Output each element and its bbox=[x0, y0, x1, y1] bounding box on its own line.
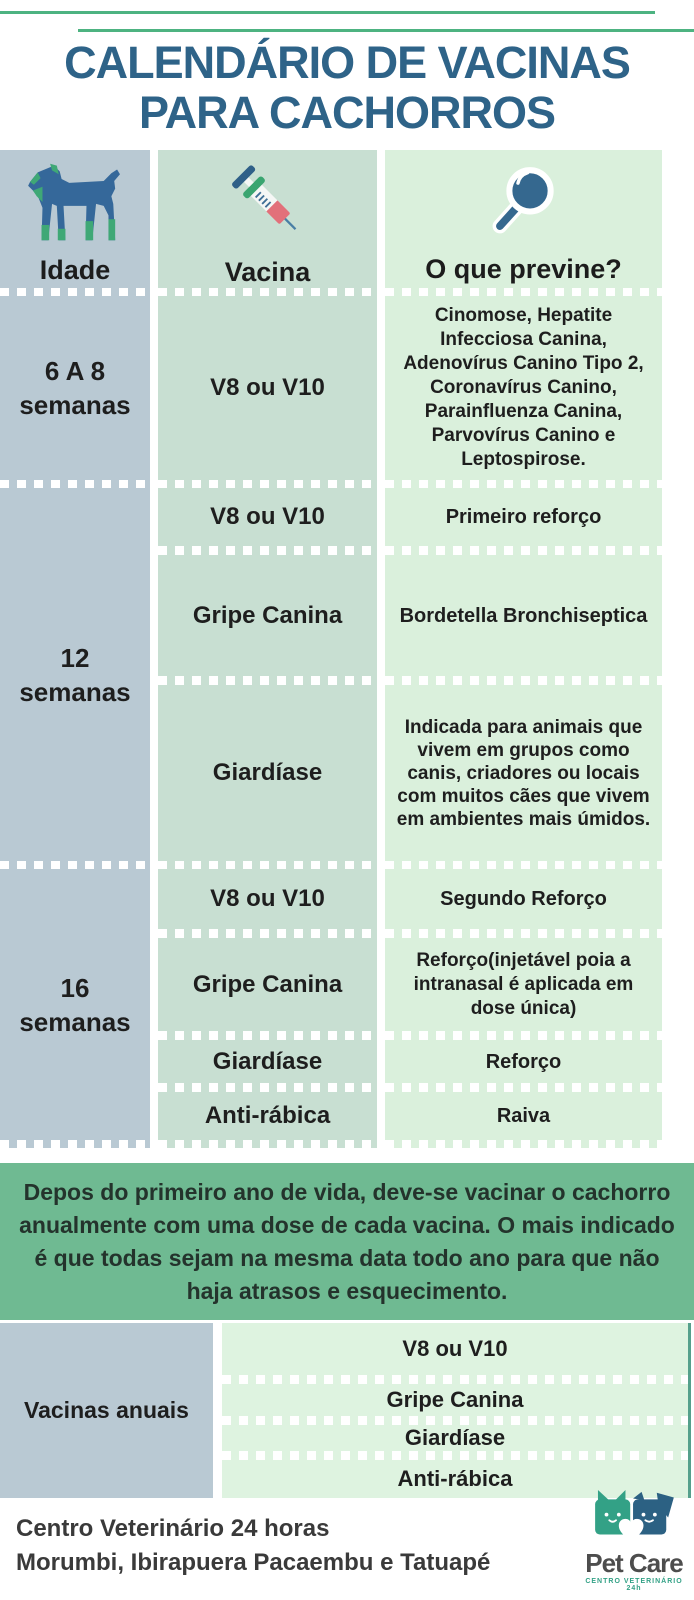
dashed-separator bbox=[0, 861, 694, 869]
prevents-cell: Reforço bbox=[485, 1050, 562, 1073]
page-title: CALENDÁRIO DE VACINAS PARA CACHORROS bbox=[0, 0, 694, 138]
vaccine-column-stack: V8 ou V10 Gripe Canina Giardíase Anti-rá… bbox=[158, 869, 377, 1140]
vaccine-cell: V8 ou V10 bbox=[210, 503, 325, 530]
annual-vaccine-item: Giardíase bbox=[404, 1425, 506, 1450]
table-group-6-8-semanas: 6 A 8 semanas V8 ou V10 Cinomose, Hepati… bbox=[0, 296, 694, 480]
annual-vaccine-item: Anti-rábica bbox=[397, 1466, 513, 1491]
syringe-icon bbox=[222, 156, 314, 253]
footer-line1: Centro Veterinário 24 horas bbox=[16, 1515, 330, 1542]
table-group-16-semanas: 16 semanas V8 ou V10 Gripe Canina Giardí… bbox=[0, 869, 694, 1140]
petcare-logo: Pet Care CENTRO VETERINÁRIO 24h bbox=[578, 1489, 690, 1592]
prevents-cell: Bordetella Bronchiseptica bbox=[399, 604, 648, 627]
column-header-idade: Idade bbox=[0, 150, 150, 288]
dashed-separator bbox=[158, 676, 377, 685]
age-cell: 6 A 8 semanas bbox=[0, 296, 150, 480]
top-rule-2 bbox=[78, 29, 694, 32]
logo-name: Pet Care bbox=[585, 1548, 684, 1578]
dashed-separator bbox=[222, 1375, 688, 1384]
top-rule-1 bbox=[0, 11, 655, 14]
prevents-cell: Cinomose, Hepatite Infecciosa Canina, Ad… bbox=[385, 296, 662, 480]
age-cell: 16 semanas bbox=[0, 869, 150, 1140]
heart-icon bbox=[618, 1518, 644, 1543]
dashed-separator bbox=[385, 929, 662, 938]
page-title-line2: PARA CACHORROS bbox=[138, 87, 556, 138]
dashed-separator bbox=[158, 1031, 377, 1040]
vaccine-cell: V8 ou V10 bbox=[158, 296, 377, 480]
dashed-separator bbox=[0, 288, 694, 296]
prevents-cell: Reforço(injetável poia a intranasal é ap… bbox=[413, 949, 634, 1019]
vaccine-cell: Anti-rábica bbox=[204, 1102, 331, 1129]
dashed-separator bbox=[0, 1140, 694, 1148]
column-header-previne: O que previne? bbox=[385, 150, 662, 288]
dashed-separator bbox=[0, 480, 694, 488]
annual-vaccines-section: Vacinas anuais V8 ou V10 Gripe Canina Gi… bbox=[0, 1323, 694, 1498]
vaccine-cell: Gripe Canina bbox=[192, 601, 343, 629]
vaccine-cell: Gripe Canina bbox=[192, 970, 343, 998]
dashed-separator bbox=[158, 929, 377, 938]
annual-vaccine-item: V8 ou V10 bbox=[402, 1336, 508, 1361]
prevents-cell: Raiva bbox=[496, 1105, 551, 1127]
dashed-separator bbox=[385, 1031, 662, 1040]
title-area: CALENDÁRIO DE VACINAS PARA CACHORROS bbox=[0, 0, 694, 150]
vaccine-cell: Giardíase bbox=[212, 759, 323, 786]
annual-label: Vacinas anuais bbox=[0, 1323, 213, 1498]
dashed-separator bbox=[385, 676, 662, 685]
prevents-column-stack: Segundo Reforço Reforço(injetável poia a… bbox=[385, 869, 662, 1140]
dashed-separator bbox=[385, 1083, 662, 1092]
vaccine-cell: V8 ou V10 bbox=[210, 885, 325, 912]
column-header-label: Idade bbox=[39, 255, 111, 285]
prevents-cell: Primeiro reforço bbox=[445, 506, 602, 528]
column-header-vacina: Vacina bbox=[158, 150, 377, 288]
annual-vaccine-item: Gripe Canina bbox=[386, 1387, 524, 1412]
dashed-separator bbox=[158, 546, 377, 555]
column-header-label: Vacina bbox=[224, 257, 311, 287]
footer-line2: Morumbi, Ibirapuera Pacaembu e Tatuapé bbox=[16, 1549, 491, 1576]
prevents-cell: Indicada para animais que vivem em grupo… bbox=[396, 716, 651, 830]
petcare-logo-icon bbox=[586, 1489, 682, 1548]
magnifier-icon bbox=[481, 159, 567, 250]
annual-note-text: Depos do primeiro ano de vida, deve-se v… bbox=[19, 1178, 675, 1304]
dashed-separator bbox=[158, 1083, 377, 1092]
table-header-row: Idade bbox=[0, 150, 694, 288]
prevents-column-stack: Primeiro reforço Bordetella Bronchisepti… bbox=[385, 488, 662, 861]
dashed-separator bbox=[222, 1451, 688, 1460]
dashed-separator bbox=[222, 1416, 688, 1425]
column-header-label: O que previne? bbox=[425, 254, 622, 284]
annual-note-band: Depos do primeiro ano de vida, deve-se v… bbox=[0, 1163, 694, 1320]
age-cell: 12 semanas bbox=[0, 488, 150, 861]
vaccine-column-stack: V8 ou V10 Gripe Canina Giardíase bbox=[158, 488, 377, 861]
vaccine-cell: Giardíase bbox=[212, 1047, 323, 1075]
annual-vaccine-list: V8 ou V10 Gripe Canina Giardíase Anti-rá… bbox=[222, 1323, 691, 1498]
table-group-12-semanas: 12 semanas V8 ou V10 Gripe Canina Giardí… bbox=[0, 488, 694, 861]
footer: Centro Veterinário 24 horas Morumbi, Ibi… bbox=[0, 1489, 694, 1600]
page-title-line1: CALENDÁRIO DE VACINAS bbox=[64, 37, 631, 88]
logo-tagline: CENTRO VETERINÁRIO 24h bbox=[585, 1578, 683, 1592]
dashed-separator bbox=[385, 546, 662, 555]
dog-icon bbox=[25, 158, 125, 251]
prevents-cell: Segundo Reforço bbox=[440, 888, 607, 910]
